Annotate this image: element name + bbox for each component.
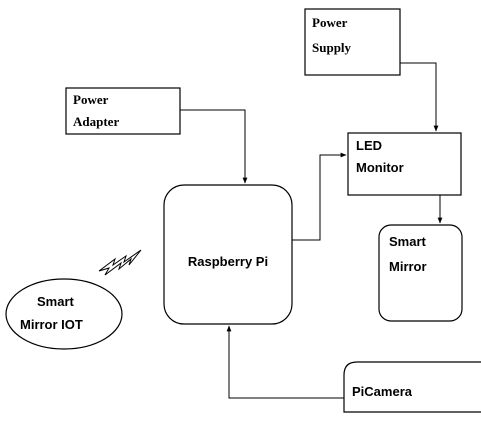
led-monitor-label-line1: LED (356, 138, 382, 153)
smart-mirror-label-line1: Smart (389, 234, 427, 249)
power-adapter-label-line2: Adapter (73, 114, 119, 129)
led-monitor-block: LED Monitor (347, 132, 462, 196)
power-adapter-block: Power Adapter (65, 87, 181, 135)
smart-mirror-block: Smart Mirror (378, 224, 463, 322)
raspberry-pi-block: Raspberry Pi (163, 184, 293, 325)
led-monitor-label-line2: Monitor (356, 160, 404, 175)
smart-mirror-iot-label-line2: Mirror IOT (20, 317, 83, 332)
picamera-label: PiCamera (352, 384, 413, 399)
connector-adapter-to-raspberry-pi (180, 109, 248, 184)
lightning-wireless-icon (98, 249, 142, 276)
smart-mirror-iot-label-line1: Smart (37, 294, 75, 309)
raspberry-pi-label: Raspberry Pi (188, 254, 268, 269)
power-supply-block: Power Supply (304, 8, 401, 76)
connector-power-supply-to-led-monitor (400, 62, 439, 132)
picamera-block: PiCamera (343, 361, 481, 413)
smart-mirror-iot-block: Smart Mirror IOT (5, 278, 123, 350)
power-adapter-label-line1: Power (73, 92, 109, 107)
power-supply-label-line2: Supply (312, 40, 352, 55)
connector-raspberry-pi-to-led-monitor (292, 152, 347, 241)
connector-picamera-to-raspberry-pi (226, 325, 344, 399)
power-supply-label-line1: Power (312, 15, 348, 30)
smart-mirror-label-line2: Mirror (389, 259, 427, 274)
